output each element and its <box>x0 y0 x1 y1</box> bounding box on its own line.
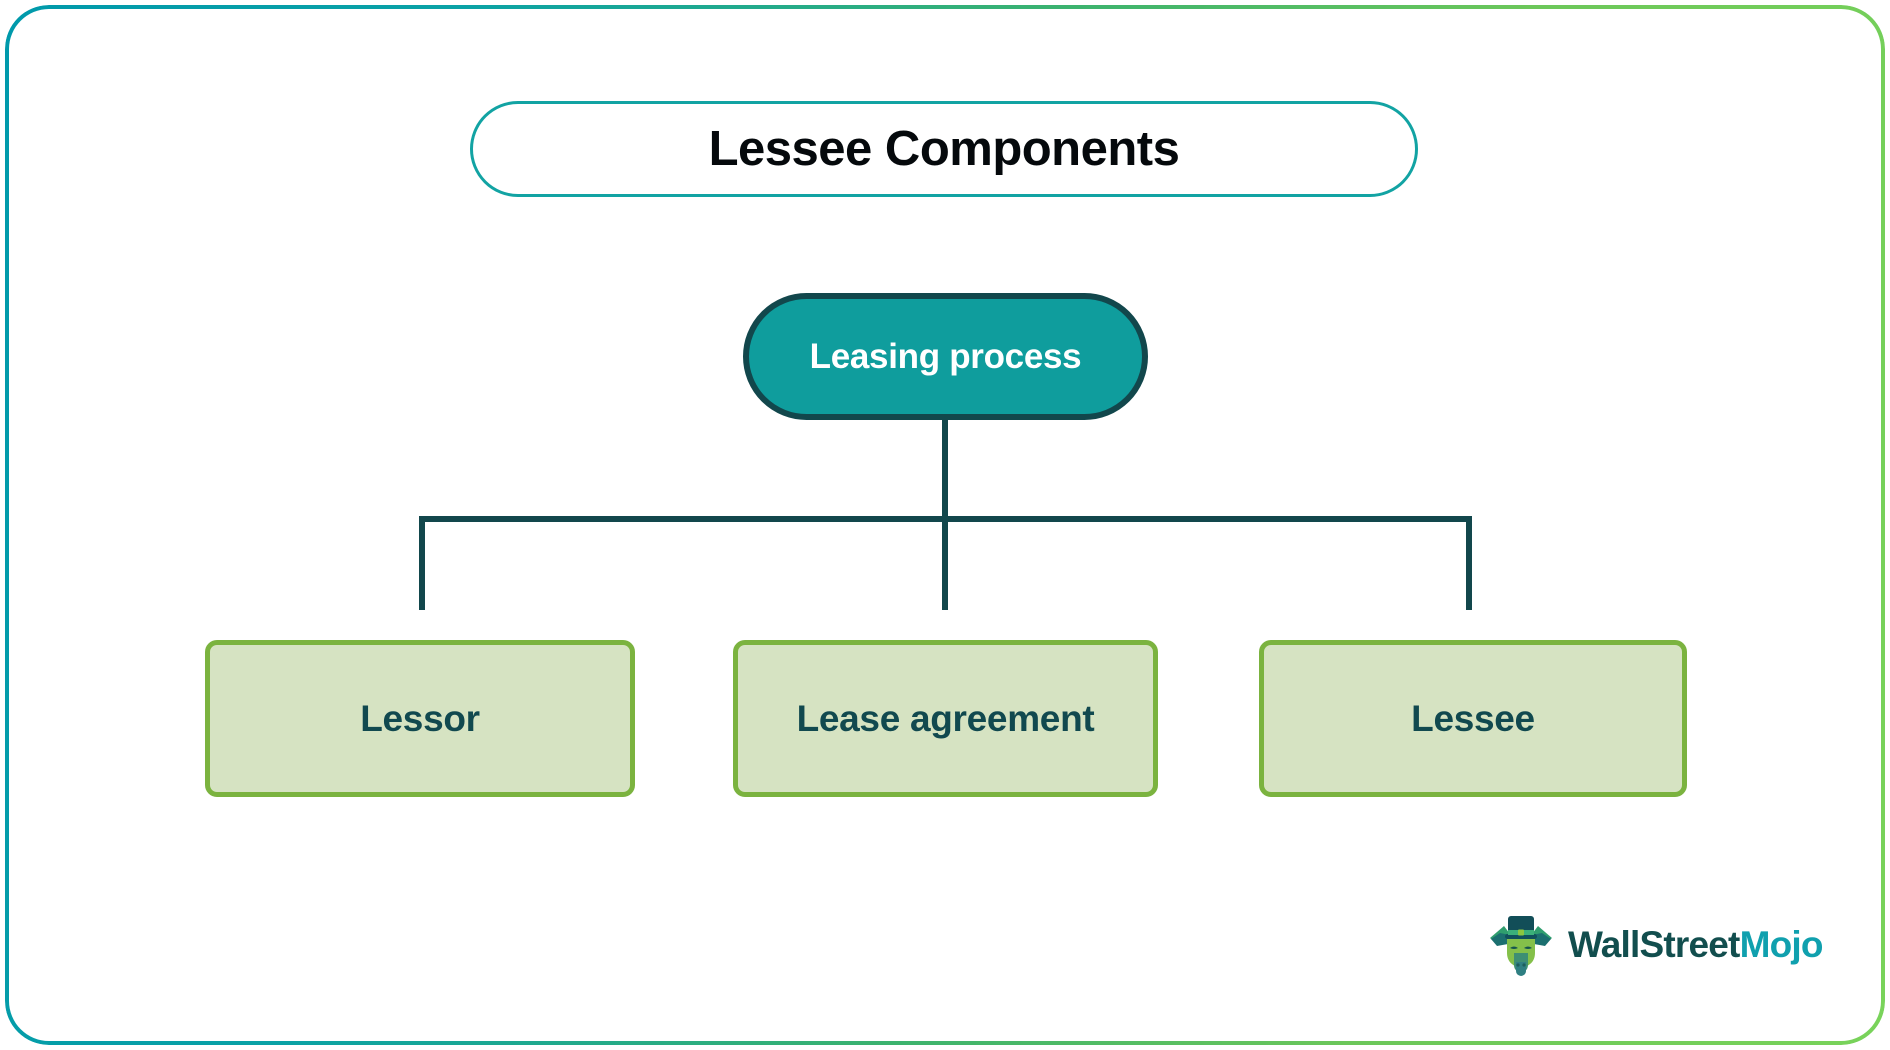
node-lessor: Lessor <box>205 640 635 797</box>
connector-drop-lessor <box>419 520 425 610</box>
diagram-title-pill: Lessee Components <box>470 101 1418 197</box>
node-root-label: Leasing process <box>809 336 1082 376</box>
connector-drop-lease-agreement <box>942 520 948 610</box>
node-lessee: Lessee <box>1259 640 1687 797</box>
node-lease-agreement: Lease agreement <box>733 640 1158 797</box>
node-lessee-label: Lessee <box>1411 697 1535 739</box>
bull-mascot-icon <box>1490 916 1552 976</box>
node-root-leasing-process: Leasing process <box>743 293 1148 420</box>
node-lease-agreement-label: Lease agreement <box>796 697 1095 739</box>
connector-drop-lessee <box>1466 520 1472 610</box>
logo-wordmark-part1: WallStreet <box>1568 923 1740 965</box>
page-title: Lessee Components <box>708 121 1180 176</box>
logo-wordmark: WallStreetMojo <box>1568 926 1823 963</box>
node-lessor-label: Lessor <box>360 697 480 739</box>
connector-root-stem <box>942 418 948 521</box>
wallstreetmojo-logo: WallStreetMojo <box>1488 912 1823 976</box>
connector-horizontal-bar <box>419 516 1472 522</box>
logo-wordmark-part2: Mojo <box>1739 923 1824 965</box>
